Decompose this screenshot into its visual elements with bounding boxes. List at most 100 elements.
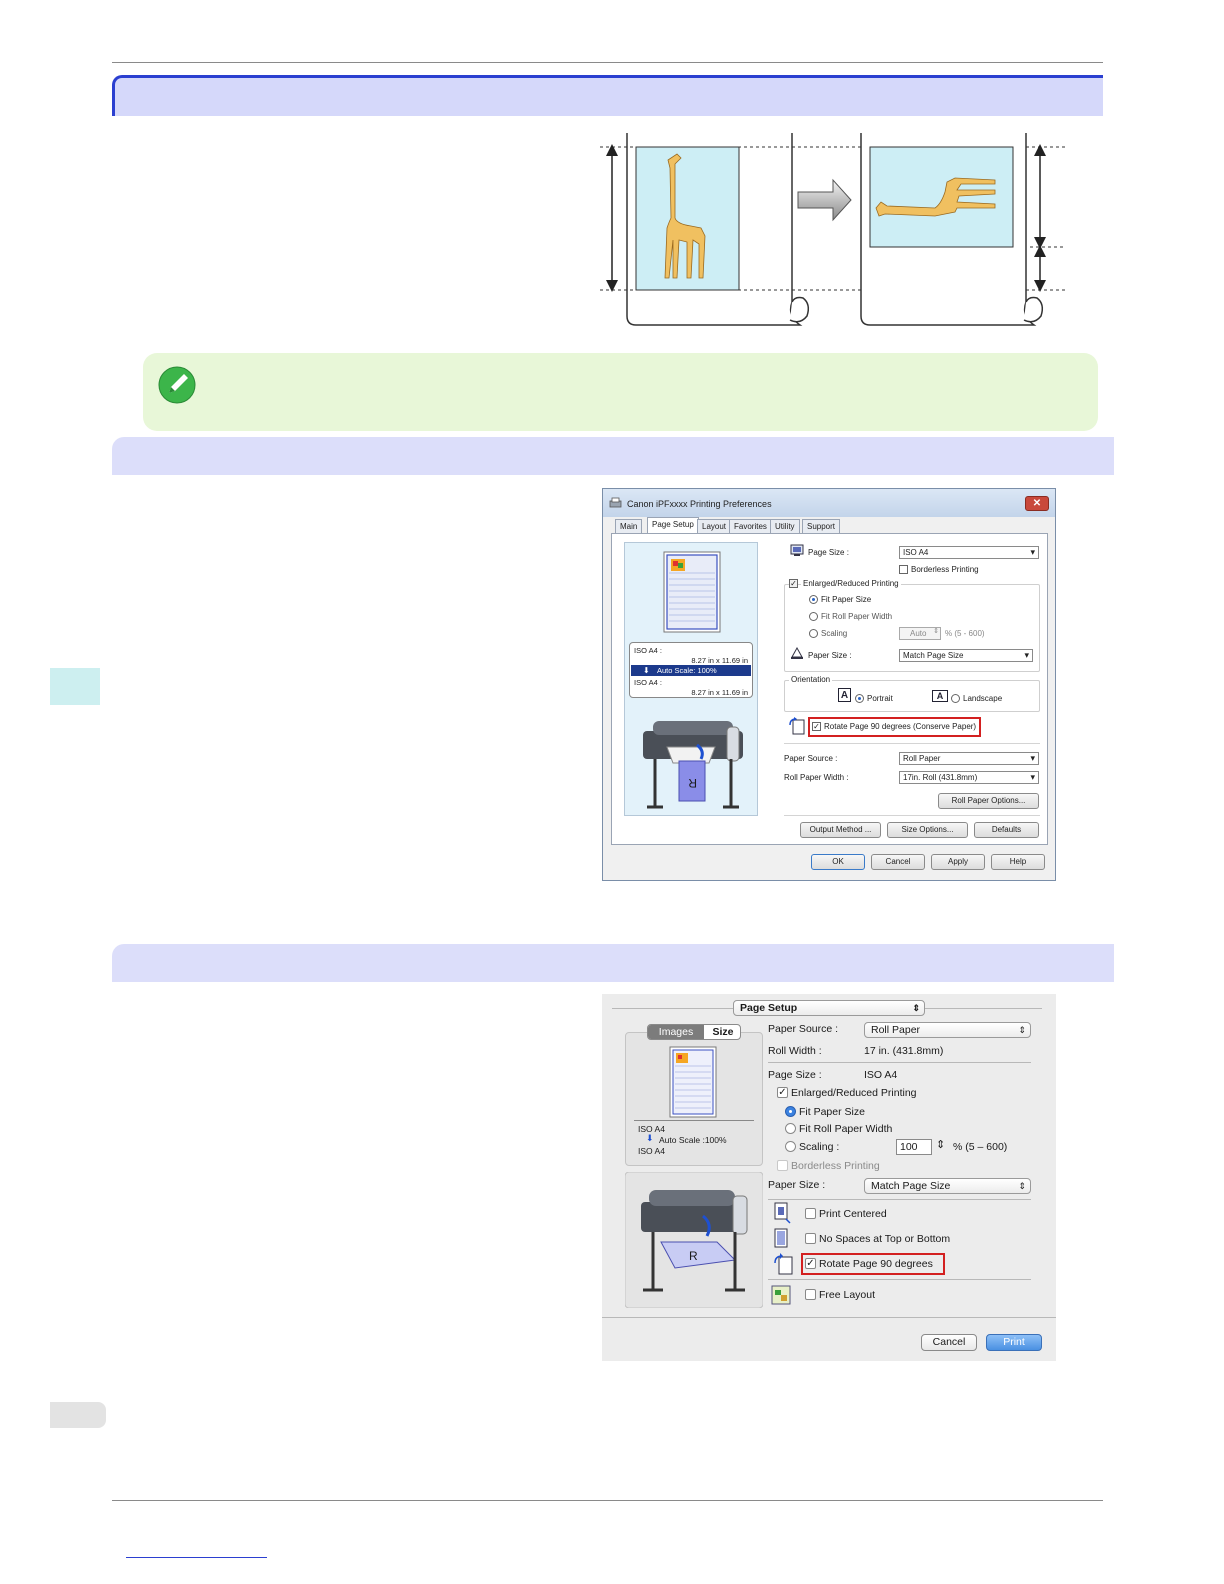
no-spaces-checkbox[interactable] [805,1233,816,1244]
preview-output-value: 8.27 in x 11.69 in [691,688,748,697]
scaling-radio[interactable] [809,629,818,638]
fit-roll-width-radio[interactable] [809,612,818,621]
svg-text:R: R [689,1249,698,1263]
footer-link-underline[interactable] [126,1557,267,1558]
tab-main[interactable]: Main [615,519,643,533]
tab-utility[interactable]: Utility [770,519,800,533]
paper-size-popup[interactable]: Match Page Size [864,1178,1031,1194]
roll-width-label: Roll Width : [768,1045,822,1057]
enlarged-checkbox[interactable]: ✓ [777,1087,788,1098]
paper-source-label: Paper Source : [768,1023,839,1035]
landscape-label: Landscape [963,694,1003,703]
pencil-note-icon [158,366,196,404]
free-layout-checkbox[interactable] [805,1289,816,1300]
help-button[interactable]: Help [991,854,1045,870]
paper-source-label: Paper Source : [784,754,838,763]
preview-size-label: ISO A4 : [634,646,662,655]
fit-roll-width-radio[interactable] [785,1123,796,1134]
cancel-button[interactable]: Cancel [921,1334,977,1351]
page-size-label: Page Size : [768,1069,822,1081]
giraffe-rotated-icon [875,177,996,217]
divider [634,1120,754,1121]
printer-icon [609,497,622,508]
roll-width-label: Roll Paper Width : [784,773,849,782]
paper-source-popup[interactable]: Roll Paper [864,1022,1031,1038]
cancel-button[interactable]: Cancel [871,854,925,870]
size-options-button[interactable]: Size Options... [887,822,968,838]
paper-size-label: Paper Size : [808,651,852,660]
preview-size-label: ISO A4 [638,1124,665,1134]
chapter-side-tab [50,668,100,705]
output-method-button[interactable]: Output Method ... [800,822,881,838]
fit-paper-size-radio[interactable] [809,595,818,604]
tab-support[interactable]: Support [802,519,841,533]
print-centered-label: Print Centered [819,1208,887,1220]
top-rule [112,62,1103,63]
portrait-label: Portrait [867,694,893,703]
landscape-radio[interactable] [951,694,960,703]
giraffe-portrait-icon [664,153,706,279]
orientation-label: Orientation [789,675,833,684]
down-arrow-icon: ⬇ [643,666,650,675]
paper-size-select[interactable]: Match Page Size [899,649,1033,662]
portrait-icon: A [838,688,851,702]
section-header-main [112,75,1103,116]
print-button[interactable]: Print [986,1334,1042,1351]
svg-text:R: R [688,776,697,790]
no-spaces-label: No Spaces at Top or Bottom [819,1233,951,1245]
tab-favorites[interactable]: Favorites [729,519,772,533]
borderless-checkbox[interactable] [777,1160,788,1171]
print-centered-checkbox[interactable] [805,1208,816,1219]
scaling-input[interactable]: 100 [896,1139,932,1155]
portrait-radio[interactable] [855,694,864,703]
down-arrow-icon: ⬇ [646,1133,654,1143]
enlarged-label: Enlarged/Reduced Printing [791,1087,917,1099]
free-layout-label: Free Layout [819,1289,876,1301]
rotate-page-label: Rotate Page 90 degrees (Conserve Paper) [824,722,977,731]
bottom-rule [112,1500,1103,1501]
scaling-radio[interactable] [785,1141,796,1152]
rotate-page-label: Rotate Page 90 degrees [819,1258,933,1270]
divider [602,1317,1056,1318]
scaling-label: Scaling : [799,1141,840,1153]
rotate-page-checkbox[interactable]: ✓ [812,722,821,731]
tab-page-setup[interactable]: Page Setup [647,517,699,533]
rotate-page-checkbox[interactable]: ✓ [805,1258,816,1269]
page-size-value: ISO A4 [864,1069,898,1081]
auto-scale-text: Auto Scale :100% [659,1135,727,1145]
roll-width-select[interactable]: 17in. Roll (431.8mm) [899,771,1039,784]
no-spaces-icon [774,1228,788,1248]
ok-button[interactable]: OK [811,854,865,870]
borderless-checkbox[interactable] [899,565,908,574]
rotate-page-icon [774,1253,793,1275]
page-size-select[interactable]: ISO A4 [899,546,1039,559]
apply-button[interactable]: Apply [931,854,985,870]
divider [768,1062,1031,1063]
preview-output-label: ISO A4 [638,1146,665,1156]
rotated-roll-sheet [860,133,1044,326]
page-size-icon [790,544,804,556]
stepper-icon[interactable]: ⇕ [936,1139,946,1151]
preview-size-value: 8.27 in x 11.69 in [691,656,748,665]
panel-popup[interactable]: Page Setup [733,1000,925,1016]
roll-paper-options-button[interactable]: Roll Paper Options... [938,793,1039,809]
spinner-icon[interactable]: ⇕ [933,628,939,635]
roll-width-value: 17 in. (431.8mm) [864,1045,944,1057]
rotation-illustration [600,133,1065,326]
preview-output-label: ISO A4 : [634,678,662,687]
fit-paper-size-radio[interactable] [785,1106,796,1117]
close-button[interactable]: ✕ [1025,496,1049,511]
tab-layout[interactable]: Layout [697,519,732,533]
printer-illustration-icon: R [643,721,743,809]
tab-images[interactable]: Images [648,1025,704,1039]
tab-size[interactable]: Size [712,1026,734,1038]
scaling-input[interactable]: Auto ⇕ [899,627,941,640]
landscape-icon: A [932,690,948,702]
enlarged-checkbox[interactable]: ✓ [789,579,798,588]
defaults-button[interactable]: Defaults [974,822,1039,838]
scaling-label: Scaling [821,629,848,638]
paper-source-select[interactable]: Roll Paper [899,752,1039,765]
section-header-windows [112,437,1114,475]
fit-paper-size-label: Fit Paper Size [821,595,872,604]
page-preview-icon [669,1046,717,1118]
